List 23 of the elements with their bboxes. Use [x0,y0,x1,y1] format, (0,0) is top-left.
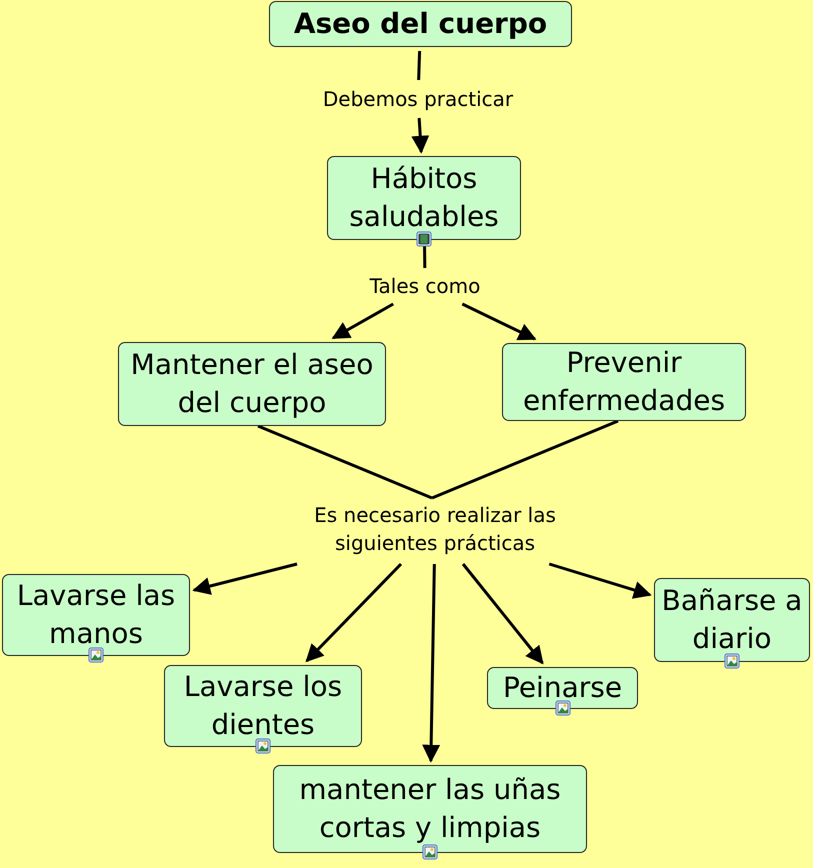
connector-line [431,420,619,500]
concept-text: Prevenir enfermedades [522,345,726,419]
connector-line [417,50,422,80]
arrow [462,563,544,664]
arrow [411,118,430,154]
arrow [332,302,394,340]
concept-text: Lavarse los dientes [182,669,344,743]
arrow [462,302,536,340]
concept-text: Lavarse las manos [16,578,176,652]
arrow [192,562,298,595]
concept-box [118,342,386,426]
connector-line [257,424,433,500]
arrow [548,562,652,599]
concept-text: Aseo del cuerpo [294,7,548,41]
concept-box [502,343,746,421]
concept-text: Mantener el aseo del cuerpo [130,347,374,421]
concept-text: Bañarse a diario [660,583,804,657]
concept-text: Hábitos saludables [348,161,500,235]
concept-text: Peinarse [502,670,624,706]
concept-text: mantener las uñas cortas y limpias [298,772,562,846]
arrow [305,562,402,662]
title-box [269,1,572,47]
arrow [422,564,440,763]
